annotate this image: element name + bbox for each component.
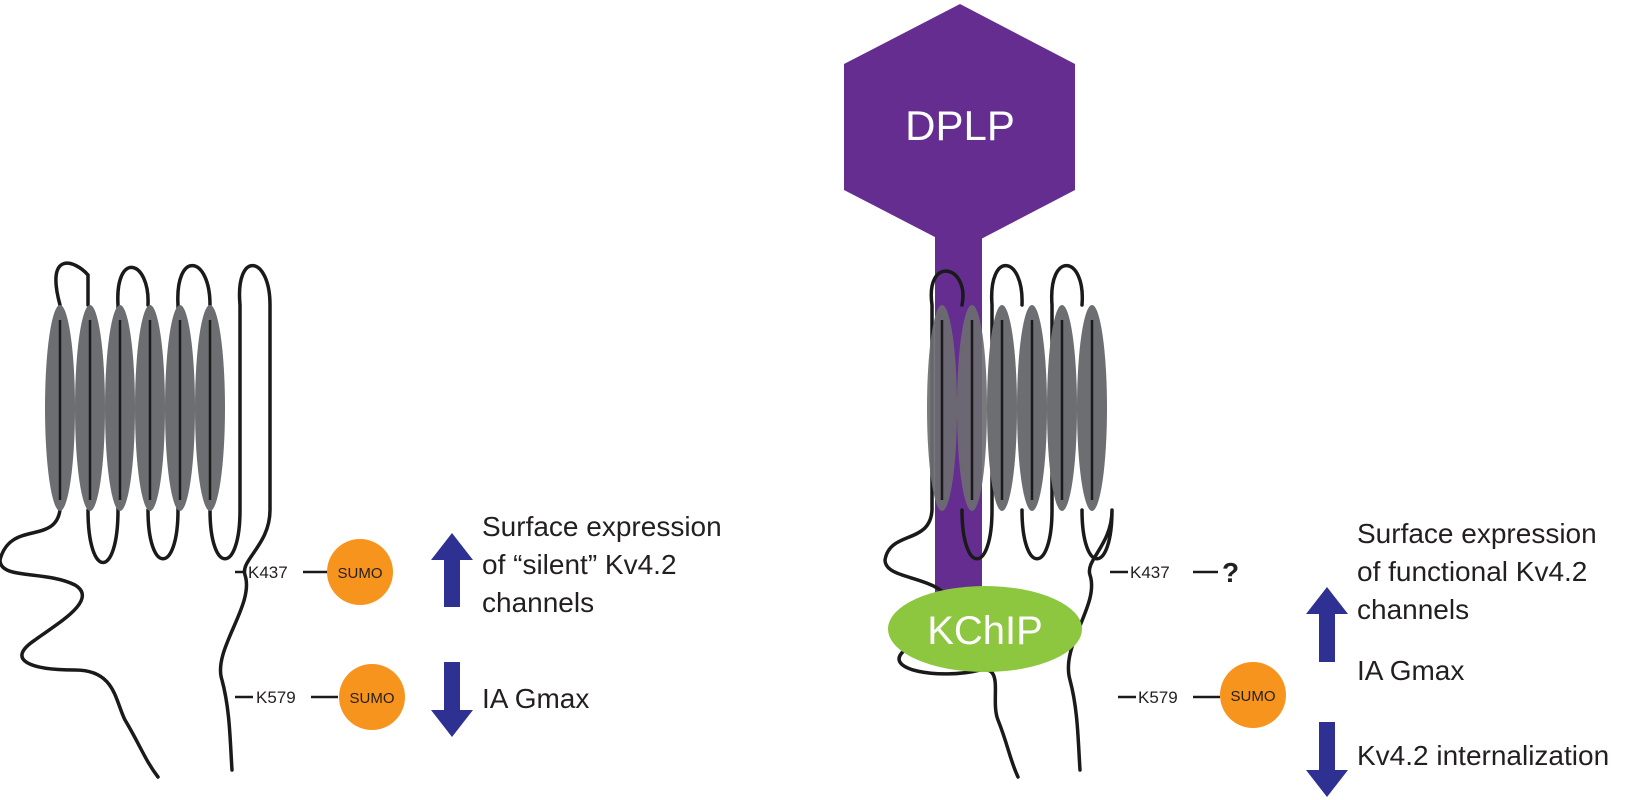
right-helix-lines	[940, 320, 1094, 500]
left-sumo-1	[327, 539, 393, 605]
left-site-k437: K437 SUMO	[235, 539, 393, 605]
right-sumo-2	[1220, 662, 1286, 728]
right-site-k579: K579 SUMO	[1118, 662, 1286, 728]
left-arrow-up	[431, 533, 473, 607]
left-down-line-1: IA Gmax	[482, 683, 589, 714]
dplp-label: DPLP	[905, 102, 1015, 149]
kchip-label: KChIP	[927, 609, 1043, 653]
left-up-line-2: of “silent” Kv4.2	[482, 549, 677, 580]
right-arrow-down	[1306, 722, 1348, 797]
right-up-line-2: of functional Kv4.2	[1357, 556, 1587, 587]
dplp-hexagon	[844, 4, 1075, 250]
kchip-shape	[888, 586, 1082, 672]
left-helix-lines	[58, 320, 212, 500]
left-sumo-2	[339, 664, 405, 730]
right-site-k437-label: K437	[1130, 563, 1170, 582]
right-up-line-4: IA Gmax	[1357, 655, 1464, 686]
right-channel	[883, 263, 1114, 779]
left-site-k579: K579 SUMO	[235, 664, 405, 730]
left-site-k579-label: K579	[256, 688, 296, 707]
left-sumo-2-label: SUMO	[350, 690, 395, 707]
right-down-line-1: Kv4.2 internalization	[1357, 740, 1609, 771]
left-sumo-1-label: SUMO	[338, 565, 383, 582]
left-up-line-3: channels	[482, 587, 594, 618]
right-channel-loops	[883, 263, 1114, 779]
dplp: DPLP	[844, 4, 1075, 608]
right-arrow-up	[1306, 587, 1348, 662]
right-up-line-1: Surface expression	[1357, 518, 1597, 549]
right-site-k437-mark: ?	[1222, 557, 1239, 588]
kchip: KChIP	[888, 586, 1082, 672]
left-up-line-1: Surface expression	[482, 511, 722, 542]
right-sumo-2-label: SUMO	[1231, 688, 1276, 705]
right-up-line-3: channels	[1357, 594, 1469, 625]
left-helices	[45, 305, 225, 511]
right-site-k579-label: K579	[1138, 688, 1178, 707]
left-site-k437-label: K437	[248, 563, 288, 582]
left-channel	[0, 261, 272, 779]
left-arrow-down	[431, 662, 473, 737]
left-channel-loops	[0, 261, 272, 779]
right-site-k437: K437 ?	[1110, 557, 1239, 588]
